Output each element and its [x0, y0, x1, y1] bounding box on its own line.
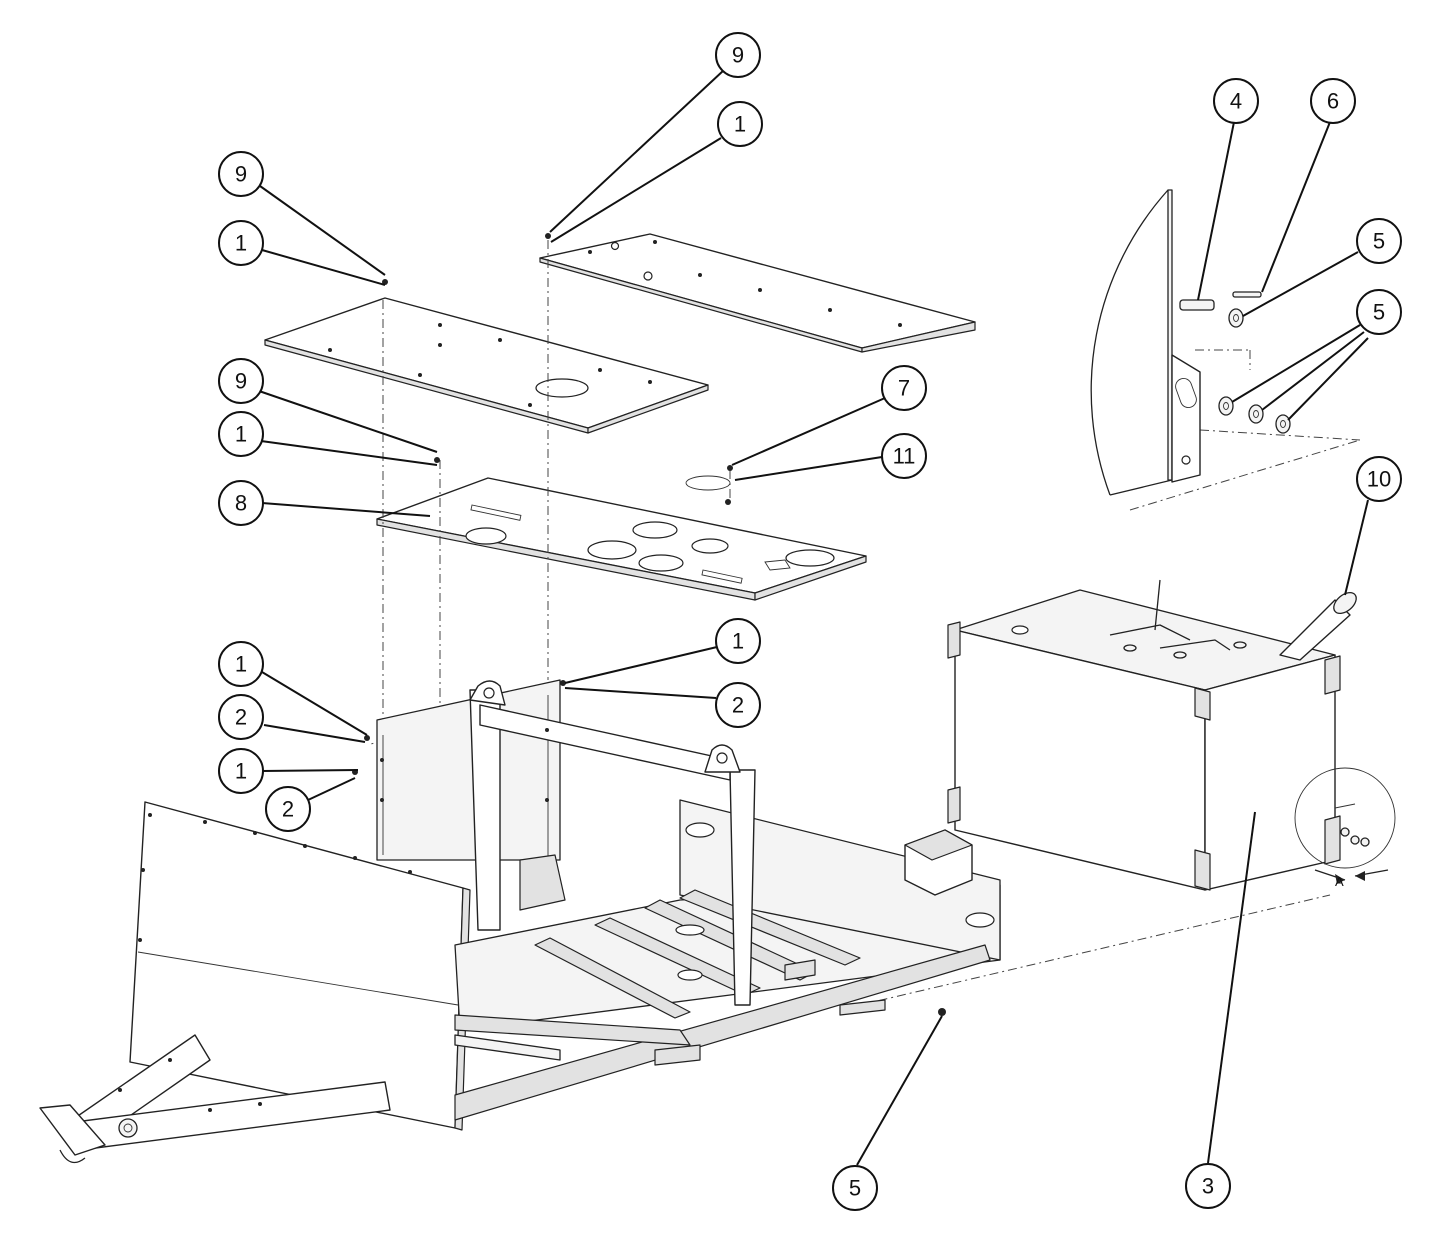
svg-text:5: 5 — [849, 1176, 861, 1201]
callout-1-left-middle: 1 — [218, 411, 264, 457]
callout-2-frame-right: 2 — [715, 682, 761, 728]
svg-text:3: 3 — [1202, 1174, 1214, 1199]
callout-1-frame-left-b: 1 — [218, 748, 264, 794]
fuel-tank — [947, 579, 1357, 891]
callout-6: 6 — [1310, 78, 1356, 124]
callout-3: 3 — [1185, 1163, 1231, 1209]
svg-text:11: 11 — [893, 444, 916, 469]
svg-text:1: 1 — [235, 759, 247, 784]
callout-8: 8 — [218, 480, 264, 526]
svg-text:9: 9 — [235, 162, 247, 187]
svg-text:1: 1 — [732, 629, 744, 654]
callout-1-left-upper: 1 — [218, 220, 264, 266]
svg-text:9: 9 — [235, 369, 247, 394]
enlarged-detail-view — [1090, 189, 1291, 496]
svg-text:10: 10 — [1367, 467, 1391, 492]
callout-5-detail-triple: 5 — [1356, 289, 1402, 335]
svg-text:4: 4 — [1230, 89, 1242, 114]
svg-text:9: 9 — [732, 43, 744, 68]
callout-1-frame-right: 1 — [715, 618, 761, 664]
middle-panel — [376, 475, 867, 601]
svg-text:1: 1 — [235, 231, 247, 256]
callout-1-top: 1 — [717, 101, 763, 147]
svg-text:7: 7 — [898, 376, 910, 401]
trailer-frame — [129, 679, 1001, 1131]
top-right-cover-panel — [539, 233, 976, 353]
callout-9-left-upper: 9 — [218, 151, 264, 197]
assembly-lines — [367, 240, 1361, 1006]
callout-4: 4 — [1213, 78, 1259, 124]
callout-7: 7 — [881, 365, 927, 411]
detail-a-circle: A — [1294, 767, 1396, 889]
callout-1-frame-left-a: 1 — [218, 641, 264, 687]
callout-9-top: 9 — [715, 32, 761, 78]
callout-10: 10 — [1356, 456, 1402, 502]
svg-text:1: 1 — [734, 112, 746, 137]
svg-text:5: 5 — [1373, 229, 1385, 254]
svg-text:5: 5 — [1373, 300, 1385, 325]
gasket-ring — [685, 475, 731, 491]
svg-text:2: 2 — [235, 705, 247, 730]
detail-a-label: A — [1335, 874, 1344, 889]
callout-5-detail-single: 5 — [1356, 218, 1402, 264]
leader-lines — [258, 69, 1369, 1166]
svg-text:2: 2 — [282, 797, 294, 822]
tow-drawbar — [39, 1034, 391, 1164]
svg-text:1: 1 — [235, 652, 247, 677]
top-left-cover-panel — [264, 297, 709, 434]
svg-text:6: 6 — [1327, 89, 1339, 114]
svg-text:8: 8 — [235, 491, 247, 516]
callout-11: 11 — [881, 433, 927, 479]
svg-text:1: 1 — [235, 422, 247, 447]
svg-text:2: 2 — [732, 693, 744, 718]
callout-5-bottom: 5 — [832, 1165, 878, 1211]
callout-2-frame-left-a: 2 — [218, 694, 264, 740]
callout-9-left-middle: 9 — [218, 358, 264, 404]
callout-2-frame-left-b: 2 — [265, 786, 311, 832]
